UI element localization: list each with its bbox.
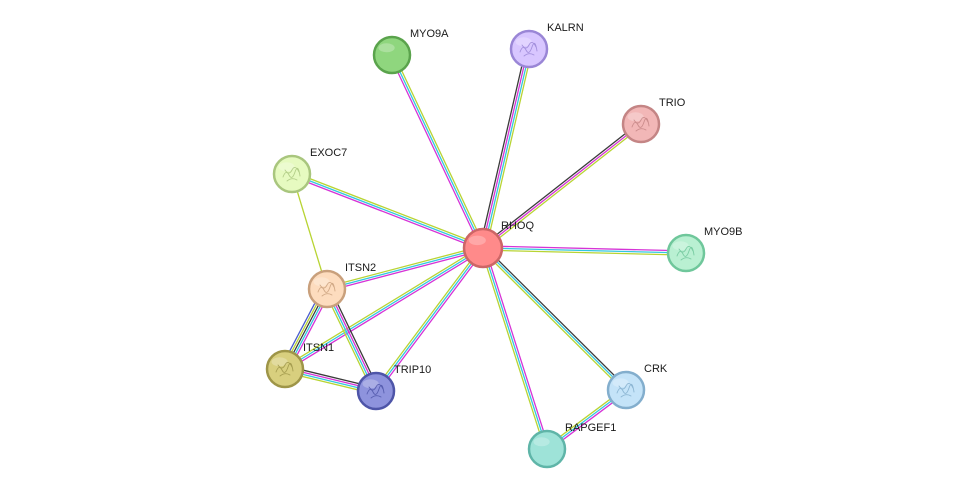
node-myo9a[interactable]: MYO9A	[372, 28, 449, 75]
edge-evidence-line	[482, 249, 686, 256]
node-circle[interactable]	[307, 269, 347, 309]
node-circle[interactable]	[666, 233, 706, 273]
edge-evidence-line	[291, 173, 484, 249]
node-highlight	[362, 379, 379, 389]
edge-evidence-line	[480, 248, 546, 450]
node-circle[interactable]	[272, 154, 312, 194]
edge-rhoq-crk[interactable]	[481, 246, 628, 392]
edge-evidence-line	[377, 248, 486, 393]
edge-evidence-line	[481, 48, 529, 248]
edge-rhoq-trip10[interactable]	[373, 246, 486, 393]
protein-structure-icon	[317, 282, 336, 297]
edge-evidence-line	[479, 48, 527, 248]
edge-exoc7-itsn2[interactable]	[291, 173, 328, 290]
node-rapgef1[interactable]: RAPGEF1	[527, 422, 616, 469]
node-circle[interactable]	[265, 349, 305, 389]
node-rhoq[interactable]: RHOQ	[462, 220, 534, 269]
edge-evidence-line	[484, 247, 550, 449]
node-label-crk: CRK	[644, 363, 668, 375]
edge-evidence-line	[283, 245, 483, 368]
node-highlight	[515, 37, 532, 47]
edge-evidence-line	[284, 247, 484, 370]
edge-evidence-line	[482, 247, 687, 254]
protein-structure-icon	[366, 384, 385, 399]
node-circle[interactable]	[509, 29, 549, 69]
node-label-exoc7: EXOC7	[310, 147, 347, 159]
node-highlight	[378, 43, 395, 53]
edge-evidence-line	[482, 247, 548, 450]
edge-evidence-line	[483, 49, 531, 249]
node-highlight	[672, 241, 689, 251]
edge-evidence-line	[484, 246, 628, 389]
node-highlight	[612, 378, 629, 388]
edge-evidence-line	[482, 247, 627, 391]
edge-evidence-line	[292, 171, 484, 247]
node-itsn1[interactable]: ITSN1	[265, 342, 334, 389]
edge-evidence-line	[391, 54, 484, 249]
edge-evidence-line	[485, 49, 533, 249]
edge-evidence-line	[326, 245, 483, 288]
edge-evidence-line	[327, 249, 484, 292]
node-highlight	[313, 277, 330, 287]
edge-rhoq-myo9a[interactable]	[389, 53, 486, 250]
node-label-itsn2: ITSN2	[345, 262, 376, 274]
protein-structure-icon	[631, 117, 650, 132]
edge-evidence-line	[291, 175, 483, 251]
node-label-kalrn: KALRN	[547, 22, 584, 34]
edge-evidence-line	[373, 246, 482, 391]
node-label-myo9b: MYO9B	[704, 226, 743, 238]
node-label-myo9a: MYO9A	[410, 28, 449, 40]
node-exoc7[interactable]: EXOC7	[272, 147, 347, 194]
edge-evidence-line	[285, 249, 485, 372]
node-circle[interactable]	[462, 227, 504, 269]
node-label-rapgef1: RAPGEF1	[565, 422, 616, 434]
edge-rhoq-myo9b[interactable]	[482, 245, 687, 256]
node-crk[interactable]: CRK	[606, 363, 668, 410]
node-label-itsn1: ITSN1	[303, 342, 334, 354]
node-kalrn[interactable]: KALRN	[509, 22, 584, 69]
node-circle[interactable]	[356, 371, 396, 411]
node-highlight	[278, 162, 295, 172]
node-myo9b[interactable]: MYO9B	[666, 226, 743, 273]
protein-structure-icon	[275, 362, 294, 377]
node-circle[interactable]	[527, 429, 567, 469]
edge-evidence-line	[375, 247, 484, 392]
node-label-trio: TRIO	[659, 97, 686, 109]
edge-evidence-line	[482, 123, 642, 249]
node-highlight	[271, 357, 288, 367]
edge-evidence-line	[481, 249, 625, 392]
edge-evidence-line	[326, 247, 484, 290]
edge-evidence-line	[393, 53, 486, 248]
protein-structure-icon	[519, 42, 538, 57]
protein-structure-icon	[676, 246, 695, 261]
edge-evidence-line	[483, 245, 687, 252]
node-circle[interactable]	[621, 104, 661, 144]
edge-rhoq-itsn1[interactable]	[283, 245, 485, 372]
edge-rhoq-kalrn[interactable]	[479, 48, 533, 249]
edge-rhoq-trio[interactable]	[481, 121, 643, 251]
node-highlight	[627, 112, 644, 122]
edge-rhoq-exoc7[interactable]	[291, 171, 484, 251]
node-trio[interactable]: TRIO	[621, 97, 686, 144]
protein-structure-icon	[616, 383, 635, 398]
node-label-trip10: TRIP10	[394, 364, 431, 376]
edge-evidence-line	[389, 55, 482, 250]
node-highlight	[533, 437, 550, 447]
node-trip10[interactable]: TRIP10	[356, 364, 431, 411]
protein-structure-icon	[282, 167, 301, 182]
edge-rhoq-itsn2[interactable]	[326, 245, 484, 292]
edge-evidence-line	[291, 173, 328, 290]
node-highlight	[468, 235, 486, 246]
node-itsn2[interactable]: ITSN2	[307, 262, 376, 309]
edge-evidence-line	[481, 121, 641, 247]
node-circle[interactable]	[606, 370, 646, 410]
node-circle[interactable]	[372, 35, 412, 75]
node-label-rhoq: RHOQ	[501, 220, 534, 232]
edge-evidence-line	[483, 125, 643, 251]
edge-rhoq-rapgef1[interactable]	[480, 247, 550, 450]
